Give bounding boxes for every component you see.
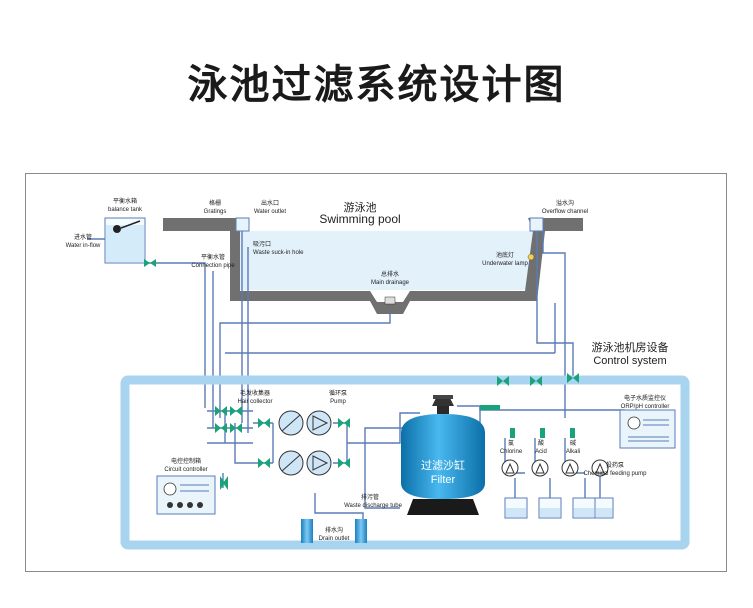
drain-outlet-label-cn: 排水沟 <box>325 526 343 534</box>
waste-tube-label-cn: 排污管 <box>361 493 379 501</box>
balance-tank <box>104 217 146 264</box>
float-valve-icon <box>113 225 121 233</box>
pump-bottom <box>306 450 332 476</box>
water-outlet-label-cn: 出水口 <box>261 199 279 207</box>
suck-in-label-cn: 吸污口 <box>253 240 271 248</box>
pipe-network <box>87 231 626 523</box>
sand-filter <box>401 395 485 515</box>
control-system-label-cn: 游泳池机房设备 <box>592 340 669 354</box>
labels: 游泳池 Swimming pool 平衡水箱 balance tank 进水管 … <box>66 197 670 542</box>
connection-pipe-label-en: Connection pipe <box>191 263 235 269</box>
chemical-tanks <box>504 497 614 519</box>
gratings-label-en: Gratings <box>204 209 227 215</box>
drainage-label-en: Main drainage <box>371 280 410 286</box>
valves <box>144 259 579 490</box>
gauge-icon <box>163 482 177 496</box>
suck-in-label-en: Waste suck-in hole <box>253 250 304 256</box>
pool-label-cn: 游泳池 <box>344 200 377 214</box>
water-in-label-en: Water in-flow <box>66 243 101 249</box>
orp-controller <box>619 409 676 449</box>
circuit-controller-label-en: Circuit controller <box>164 467 207 473</box>
alkali-label-en: Alkali <box>566 449 580 455</box>
gauge-icon <box>627 416 641 430</box>
chemical-pumps <box>501 459 609 477</box>
orp-label-cn: 电子水质监控仪 <box>624 394 666 402</box>
balance-tank-label-en: balance tank <box>108 207 143 213</box>
overflow-label-en: Overflow channel <box>542 209 588 215</box>
balance-tank-label-cn: 平衡水箱 <box>113 197 137 205</box>
pool-label-en: Swimming pool <box>319 212 400 226</box>
water-in-label-cn: 进水管 <box>74 233 92 241</box>
pump-label-cn: 循环泵 <box>329 389 347 397</box>
lamp-label-cn: 池底灯 <box>496 251 514 259</box>
filter-label-en: Filter <box>431 474 456 486</box>
chlorine-label-cn: 氯 <box>508 439 514 447</box>
acid-label-cn: 酸 <box>538 439 544 447</box>
gratings-label-cn: 格栅 <box>209 199 221 207</box>
filtration-diagram: 游泳池 Swimming pool 平衡水箱 balance tank 进水管 … <box>66 197 690 550</box>
pool-water <box>240 231 533 290</box>
orp-label-en: ORP/pH controller <box>621 404 670 410</box>
lamp-label-en: Underwater lamp <box>482 261 528 267</box>
waste-tube-label-en: Waste discharge tube <box>344 503 402 509</box>
hair-collector-label-cn: 毛发收集器 <box>240 389 270 397</box>
pump-label-en: Pump <box>330 399 346 405</box>
grating-box <box>235 217 250 232</box>
underwater-lamp-icon <box>527 253 535 261</box>
pump-top <box>306 410 332 436</box>
filter-label-cn: 过滤沙缸 <box>421 458 465 472</box>
drainage-label-cn: 总排水 <box>381 270 399 278</box>
circuit-controller <box>156 475 216 515</box>
chlorine-label-en: Chlorine <box>500 449 523 455</box>
alkali-label-cn: 碱 <box>570 440 576 447</box>
overflow-label-cn: 溢水沟 <box>556 199 574 207</box>
feeding-pump-label-en: Chemical feeding pump <box>583 471 647 477</box>
hair-collector-label-en: Hair collector <box>237 399 272 405</box>
hair-collector-bottom <box>278 450 304 476</box>
page-title: 泳池过滤系统设计图 <box>187 62 566 108</box>
acid-label-en: Acid <box>535 449 547 455</box>
circuit-controller-label-cn: 电控控制箱 <box>171 457 201 465</box>
control-system-label-en: Control system <box>593 355 666 367</box>
water-outlet-label-en: Water outlet <box>254 209 286 215</box>
drain-outlet-label-en: Drain outlet <box>319 536 350 542</box>
main-drain-grate <box>384 296 396 305</box>
feeding-pump-label-cn: 投药泵 <box>606 461 624 469</box>
hair-collector-top <box>278 410 304 436</box>
connection-pipe-label-cn: 平衡水管 <box>201 253 225 261</box>
drain-outlet <box>301 519 367 543</box>
overflow-box <box>529 217 544 232</box>
control-room-box <box>120 375 690 550</box>
